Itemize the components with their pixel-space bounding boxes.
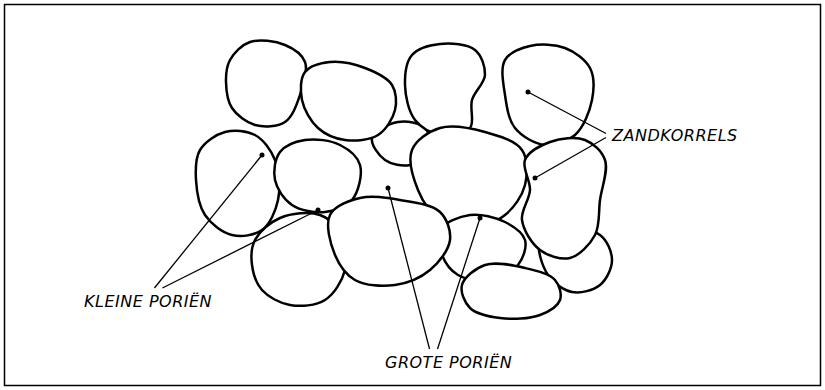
sand-grain [522,138,606,258]
leader-line [388,188,430,349]
leader-line [438,218,480,349]
leader-line [528,92,606,134]
label-sand-grains: ZANDKORRELS [612,126,738,145]
leader-dot [478,216,483,221]
leader-dot [316,208,321,213]
sand-grain [226,40,306,126]
sand-grain [405,44,485,136]
label-small-pores: KLEINE PORIËN [84,292,212,311]
sand-grain [301,62,396,141]
label-large-pores: GROTE PORIËN [385,353,512,372]
leader-dot [526,90,531,95]
leader-line [535,138,606,179]
leader-dot [386,186,391,191]
leader-line [154,155,262,288]
leader-dot [533,176,538,181]
sand-grain [502,45,593,146]
sand-grain [462,264,561,319]
leader-dot [260,153,265,158]
sand-grain [328,197,450,286]
frame [5,5,821,386]
leader-line [162,210,318,288]
sand-grain [196,131,280,236]
